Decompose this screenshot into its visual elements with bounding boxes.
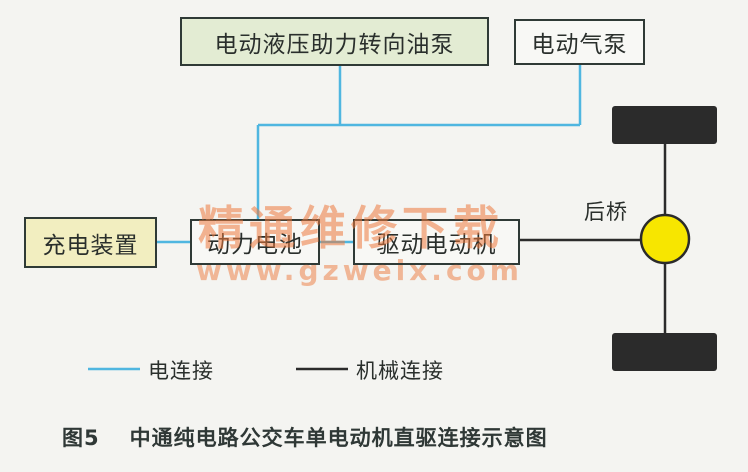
figure-title: 中通纯电路公交车单电动机直驱连接示意图: [129, 426, 548, 450]
watermark-text: 精通维修下载: [198, 201, 504, 255]
charging-device-box: 充电装置: [24, 217, 157, 268]
air-pump-box: 电动气泵: [514, 19, 645, 65]
rear-axle-hub: [639, 213, 691, 265]
electrical-connections: [88, 65, 582, 371]
battery-box: 动力电池: [190, 219, 320, 265]
watermark-url: www.gzweix.com: [196, 254, 523, 287]
wheel-top: [612, 106, 717, 144]
legend-electrical-label: 电连接: [148, 359, 214, 383]
steering-pump-box: 电动液压助力转向油泵: [180, 17, 489, 66]
wheel-bottom: [612, 333, 717, 371]
figure-number: 图5: [62, 426, 100, 450]
rear-axle-label: 后桥: [584, 200, 628, 224]
legend-mechanical-label: 机械连接: [356, 359, 444, 383]
figure-caption: 图5 中通纯电路公交车单电动机直驱连接示意图: [62, 422, 548, 452]
drive-motor-box: 驱动电动机: [353, 219, 520, 265]
